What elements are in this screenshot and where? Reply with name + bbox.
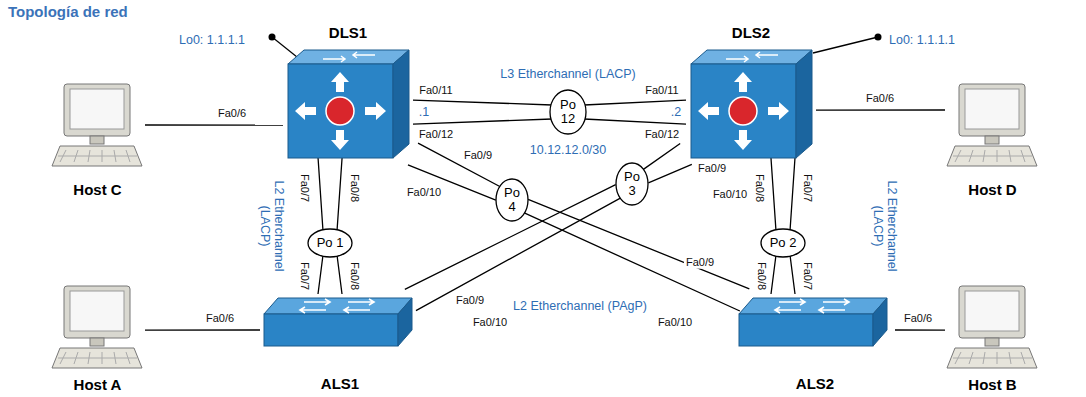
multilayer-switch: DLS1 xyxy=(283,24,413,158)
node-label: DLS1 xyxy=(329,24,367,41)
annotation-label: .1 xyxy=(417,105,431,119)
port-label: Fa0/7 xyxy=(299,172,312,204)
etherchannel-link xyxy=(642,143,692,182)
port-label: Fa0/6 xyxy=(902,312,934,325)
port-channel-oval: Po 12 xyxy=(549,89,587,135)
port-label: Fa0/8 xyxy=(349,172,362,204)
access-link xyxy=(145,124,283,125)
access-link xyxy=(816,109,945,110)
etherchannel-link xyxy=(318,158,342,231)
port-channel-oval: Po 2 xyxy=(760,228,806,258)
annotation-label: 10.12.12.0/30 xyxy=(528,143,608,157)
annotation-label: L2 Etherchannel (LACP) xyxy=(871,169,900,283)
node-label: Host C xyxy=(73,181,121,198)
annotation-label: L3 Etherchannel (LACP) xyxy=(498,67,638,81)
port-label: Fa0/9 xyxy=(454,294,486,307)
etherchannel-link xyxy=(523,199,750,311)
node-label: Host B xyxy=(968,376,1016,393)
etherchannel-link xyxy=(413,100,552,124)
port-label: Fa0/8 xyxy=(349,260,362,292)
port-label: Fa0/10 xyxy=(471,316,509,329)
port-label: Fa0/9 xyxy=(684,256,716,269)
access-switch: ALS1 xyxy=(260,294,420,394)
leader-dot xyxy=(875,34,882,41)
annotation-label: L2 Etherchannel (LACP) xyxy=(258,169,287,283)
annotation-label: Lo0: 1.1.1.1 xyxy=(887,33,957,47)
etherchannel-link xyxy=(771,255,795,294)
diagram-title: Topología de red xyxy=(8,3,128,20)
host-pc: Host B xyxy=(945,282,1040,395)
port-label: Fa0/6 xyxy=(864,92,896,105)
port-channel-oval: Po 1 xyxy=(307,228,353,258)
port-label: Fa0/9 xyxy=(462,149,494,162)
node-label: Po 12 xyxy=(557,98,579,127)
etherchannel-link xyxy=(584,100,686,124)
access-link xyxy=(895,329,945,330)
port-label: Fa0/11 xyxy=(643,84,680,97)
leader-line xyxy=(272,37,297,57)
multilayer-switch: DLS2 xyxy=(686,24,816,158)
port-label: Fa0/7 xyxy=(802,260,815,292)
node-label: Host D xyxy=(968,181,1016,198)
annotation-label: L2 Etherchannel (PAgP) xyxy=(511,299,649,313)
annotation-label: Lo0: 1.1.1.1 xyxy=(177,33,247,47)
port-label: Fa0/12 xyxy=(417,128,455,141)
node-label: Host A xyxy=(74,376,122,393)
node-label: DLS2 xyxy=(732,24,770,41)
port-label: Fa0/7 xyxy=(299,260,312,292)
port-label: Fa0/10 xyxy=(405,186,443,199)
multilayer-switch-icon xyxy=(283,24,413,158)
host-pc: Host A xyxy=(50,282,145,395)
multilayer-switch-icon xyxy=(686,24,816,158)
port-channel-oval: Po 3 xyxy=(615,162,649,206)
port-label: Fa0/6 xyxy=(216,107,248,120)
port-label: Fa0/8 xyxy=(754,172,767,204)
etherchannel-link xyxy=(318,255,342,294)
port-label: Fa0/6 xyxy=(204,312,236,325)
node-label: Po 2 xyxy=(770,236,797,250)
port-label: Fa0/11 xyxy=(417,84,454,97)
port-label: Fa0/7 xyxy=(802,172,815,204)
port-channel-oval: Po 4 xyxy=(495,178,529,222)
access-switch: ALS2 xyxy=(735,294,895,394)
leader-line xyxy=(813,37,878,53)
port-label: Fa0/10 xyxy=(711,188,749,201)
node-label: Po 3 xyxy=(622,170,642,199)
port-label: Fa0/12 xyxy=(643,128,681,141)
annotation-label: .2 xyxy=(669,105,683,119)
host-pc: Host C xyxy=(50,80,145,200)
port-label: Fa0/8 xyxy=(756,260,769,292)
node-label: Po 4 xyxy=(502,186,522,215)
port-label: Fa0/10 xyxy=(656,316,694,329)
etherchannel-link xyxy=(771,158,795,231)
node-label: ALS1 xyxy=(321,375,359,392)
port-label: Fa0/9 xyxy=(696,162,728,175)
access-link xyxy=(145,329,260,330)
host-pc: Host D xyxy=(945,80,1040,200)
leader-dot xyxy=(269,34,276,41)
node-label: ALS2 xyxy=(796,375,834,392)
node-label: Po 1 xyxy=(317,236,344,250)
etherchannel-link xyxy=(405,185,622,311)
